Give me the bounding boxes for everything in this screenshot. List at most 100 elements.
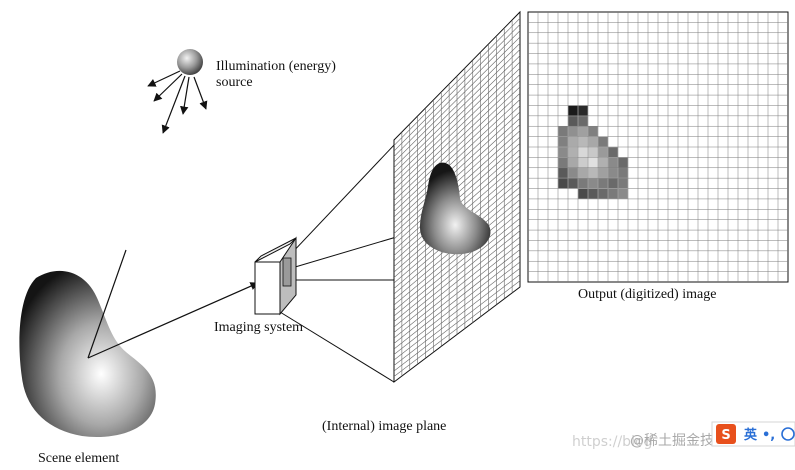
plane-grid-line (394, 236, 520, 339)
ime-toolbar[interactable]: S 英 •, (711, 421, 795, 447)
output-pixel (618, 188, 628, 199)
ime-logo-letter: S (721, 428, 730, 443)
output-pixel (558, 178, 568, 189)
imaging-system (254, 236, 297, 316)
plane-grid-line (394, 86, 520, 207)
output-pixel (578, 147, 588, 158)
plane-grid-line (394, 211, 520, 317)
output-pixel (588, 178, 598, 189)
camera-lens (282, 257, 292, 287)
output-pixel (568, 168, 578, 178)
plane-grid-line (394, 99, 520, 218)
scene-element-label: Scene element (38, 451, 119, 466)
plane-grid-line (394, 249, 520, 350)
output-pixel (618, 157, 628, 168)
ime-punct-toggle[interactable]: •, (762, 428, 775, 443)
output-pixel (608, 178, 618, 189)
output-pixel (608, 147, 618, 158)
plane-grid-line (394, 24, 520, 152)
plane-grid-line (394, 118, 520, 234)
illumination-source (147, 49, 208, 134)
output-pixel (598, 168, 608, 178)
output-pixel (558, 168, 568, 178)
output-pixel (588, 168, 598, 178)
plane-grid-line (394, 68, 520, 190)
internal-plane-label: (Internal) image plane (322, 419, 446, 434)
plane-grid-line (394, 111, 520, 229)
light-rays (147, 70, 208, 134)
plane-grid-line (394, 205, 520, 311)
light-sphere (177, 49, 203, 75)
output-pixel (578, 136, 588, 147)
output-pixel (598, 178, 608, 189)
plane-grid-line (394, 80, 520, 201)
plane-grid-line (394, 268, 520, 366)
plane-grid-line (394, 255, 520, 355)
output-pixel (558, 126, 568, 137)
output-pixel (618, 178, 628, 189)
ime-more-icon[interactable] (781, 427, 795, 441)
output-pixel (568, 157, 578, 168)
output-pixel (558, 157, 568, 168)
output-pixel (588, 147, 598, 158)
output-image-label: Output (digitized) image (578, 287, 716, 302)
output-pixel (568, 178, 578, 189)
output-pixel (578, 178, 588, 189)
output-grid (528, 12, 788, 282)
output-pixels (558, 105, 628, 199)
output-pixel (608, 188, 618, 199)
plane-grid-line (394, 30, 520, 157)
reflection-ray-to-camera (87, 282, 259, 359)
projected-object (420, 162, 491, 255)
camera-front-face (254, 261, 281, 315)
output-pixel (568, 126, 578, 137)
illumination-label-line2: source (216, 75, 253, 90)
output-pixel (578, 126, 588, 137)
output-pixel (598, 147, 608, 158)
output-pixel (558, 136, 568, 147)
plane-grid-line (394, 55, 520, 179)
plane-grid-line (394, 93, 520, 212)
output-pixel (578, 188, 588, 199)
illumination-label-line1: Illumination (energy) (216, 59, 336, 74)
imaging-system-label: Imaging system (214, 320, 303, 335)
scene-element (19, 249, 259, 437)
output-pixel (618, 168, 628, 178)
plane-grid-line (394, 49, 520, 174)
output-pixel (598, 188, 608, 199)
output-pixel (578, 105, 588, 116)
plane-grid-line (394, 243, 520, 344)
plane-grid-line (394, 36, 520, 163)
plane-grid-line (394, 274, 520, 372)
plane-grid-line (394, 261, 520, 361)
internal-image-plane (393, 10, 521, 384)
output-pixel (588, 126, 598, 137)
output-pixel (568, 116, 578, 126)
output-pixel (568, 147, 578, 158)
plane-grid-line (394, 61, 520, 185)
output-pixel (608, 157, 618, 168)
plane-grid-line (394, 224, 520, 328)
output-pixel (578, 168, 588, 178)
ime-logo-icon[interactable] (716, 424, 736, 444)
reflection-ray-up (87, 249, 127, 359)
output-pixel (588, 188, 598, 199)
plane-grid-line (394, 74, 520, 196)
plane-grid-line (394, 280, 520, 377)
output-pixel (588, 136, 598, 147)
ime-lang-toggle[interactable]: 英 (743, 427, 758, 443)
plane-grid-line (394, 218, 520, 322)
plane-grid-line (394, 43, 520, 168)
output-pixel (578, 157, 588, 168)
watermark-faded-prefix: https://blog (572, 434, 652, 450)
output-pixel (558, 147, 568, 158)
plane-grid-line (394, 18, 520, 146)
output-pixel (568, 136, 578, 147)
scene-element-shape (19, 270, 156, 437)
output-pixel (578, 116, 588, 126)
output-pixel (608, 168, 618, 178)
output-image (527, 11, 789, 283)
plane-grid-line (394, 105, 520, 223)
output-pixel (568, 105, 578, 116)
